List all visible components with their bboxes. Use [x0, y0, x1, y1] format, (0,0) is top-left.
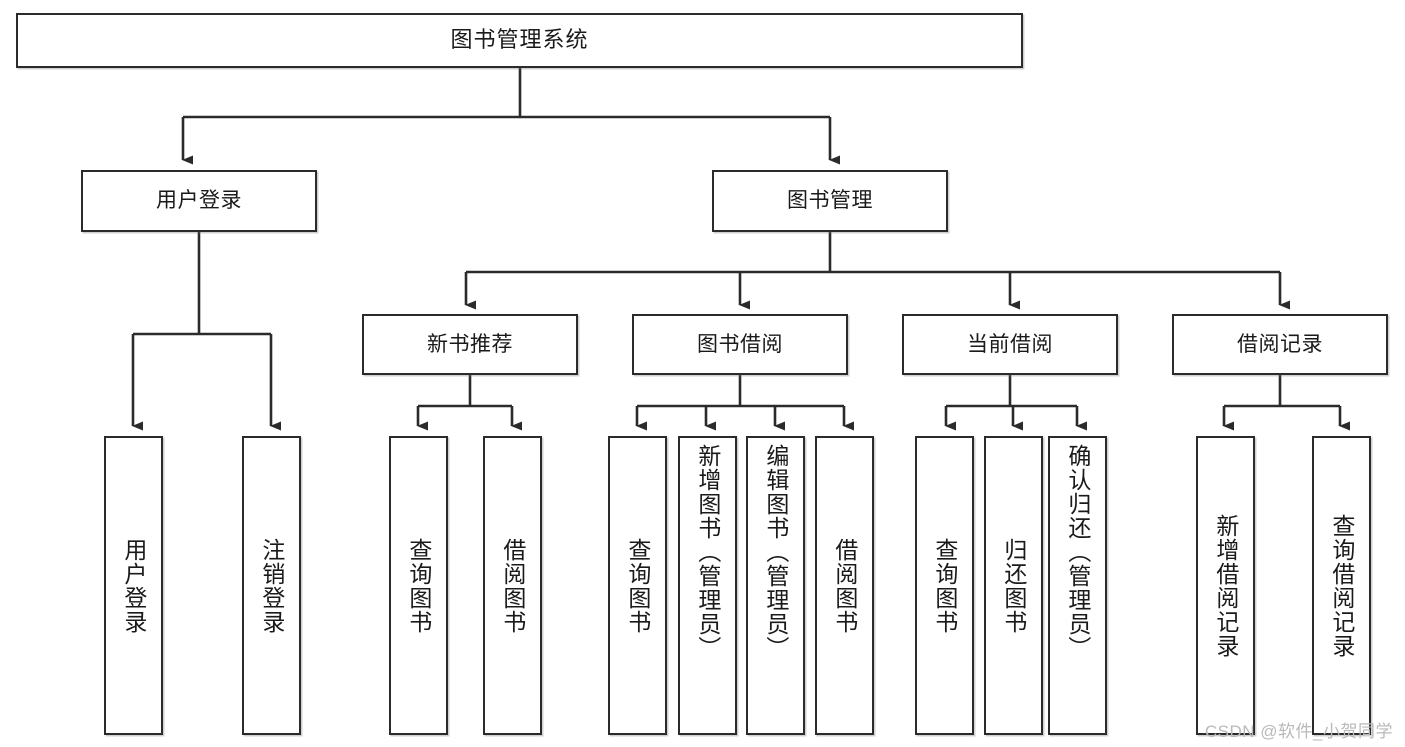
- node-label: 确认归还（管理员）: [1064, 444, 1091, 660]
- leaf-query-book-new[interactable]: 查询图书: [389, 436, 448, 735]
- node-label: 图书管理: [787, 189, 873, 213]
- node-label: 借阅图书: [499, 537, 526, 634]
- node-label: 新增图书（管理员）: [694, 444, 721, 660]
- leaf-borrow-book-new[interactable]: 借阅图书: [483, 436, 542, 735]
- node-new-book-recommendation[interactable]: 新书推荐: [362, 314, 578, 375]
- leaf-add-book-admin[interactable]: 新增图书（管理员）: [678, 436, 737, 735]
- csdn-watermark: CSDN @软件_小贺同学: [1204, 722, 1393, 741]
- node-label: 查询图书: [931, 537, 958, 634]
- node-user-login[interactable]: 用户登录: [81, 170, 317, 232]
- leaf-query-book-current[interactable]: 查询图书: [915, 436, 974, 735]
- leaf-edit-book-admin[interactable]: 编辑图书（管理员）: [746, 436, 805, 735]
- node-label: 归还图书: [1000, 537, 1027, 634]
- leaf-query-book-borrow[interactable]: 查询图书: [608, 436, 667, 735]
- leaf-user-login[interactable]: 用户登录: [104, 436, 163, 735]
- node-book-borrowing[interactable]: 图书借阅: [632, 314, 848, 375]
- leaf-logout[interactable]: 注销登录: [242, 436, 301, 735]
- node-label: 借阅记录: [1237, 332, 1323, 356]
- node-label: 图书借阅: [697, 332, 783, 356]
- node-label: 查询借阅记录: [1328, 513, 1355, 658]
- node-label: 当前借阅: [967, 332, 1053, 356]
- node-label: 用户登录: [156, 189, 242, 213]
- node-label: 新增借阅记录: [1212, 513, 1239, 658]
- node-label: 新书推荐: [427, 332, 513, 356]
- node-label: 查询图书: [405, 537, 432, 634]
- leaf-borrow-book[interactable]: 借阅图书: [815, 436, 874, 735]
- node-label: 借阅图书: [831, 537, 858, 634]
- node-label: 用户登录: [120, 537, 147, 634]
- node-borrowing-record[interactable]: 借阅记录: [1172, 314, 1388, 375]
- node-current-borrowing[interactable]: 当前借阅: [902, 314, 1118, 375]
- node-book-management-system[interactable]: 图书管理系统: [16, 13, 1023, 68]
- leaf-confirm-return-admin[interactable]: 确认归还（管理员）: [1048, 436, 1107, 735]
- leaf-add-borrow-record[interactable]: 新增借阅记录: [1196, 436, 1255, 735]
- node-label: 图书管理系统: [450, 27, 589, 53]
- leaf-query-borrow-record[interactable]: 查询借阅记录: [1312, 436, 1371, 735]
- node-label: 注销登录: [258, 537, 285, 634]
- leaf-return-book[interactable]: 归还图书: [984, 436, 1043, 735]
- node-book-management[interactable]: 图书管理: [712, 170, 948, 232]
- node-label: 查询图书: [624, 537, 651, 634]
- node-label: 编辑图书（管理员）: [762, 444, 789, 660]
